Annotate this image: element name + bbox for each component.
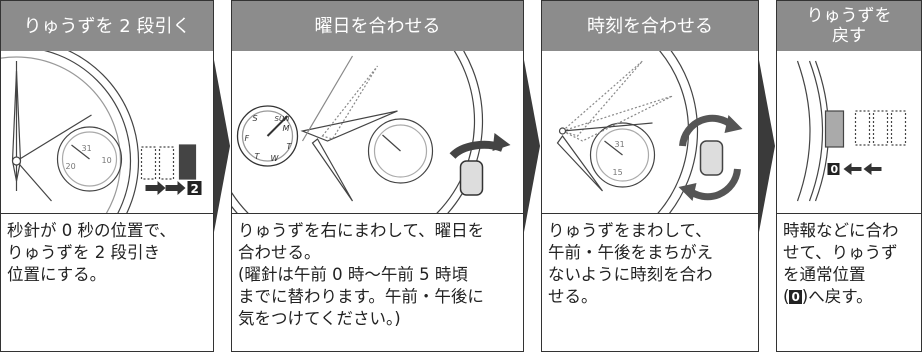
- time-setting-illustration: 31 15: [556, 51, 743, 213]
- step-3-illustration: 31 15: [542, 51, 758, 214]
- watch-crown-pull-illustration: 31 10 20 2: [1, 51, 202, 213]
- subdial-number-15: 15: [613, 168, 623, 177]
- step-1-text: 秒針が 0 秒の位置で、 りゅうずを 2 段引き 位置にする。: [7, 221, 176, 284]
- subdial-number-20: 20: [66, 162, 76, 171]
- left-arrows-icon: [843, 163, 882, 175]
- right-arrows-icon: [145, 181, 186, 195]
- dial-letter-t2: T: [255, 152, 261, 161]
- crown-position-badge-0: 0: [831, 163, 839, 176]
- step-arrow-1: [214, 60, 230, 232]
- watch-crown-push-illustration: 0: [796, 60, 907, 202]
- dial-letter-w: W: [271, 154, 280, 163]
- position-0-badge: 0: [789, 290, 802, 304]
- dial-letter-t1: T: [287, 142, 293, 151]
- step-4-text-after: )へ戻す。: [801, 287, 873, 306]
- dial-letter-m: M: [283, 124, 290, 133]
- step-4-title: りゅうずを 戻す: [777, 1, 921, 51]
- step-3-title: 時刻を合わせる: [542, 1, 758, 51]
- subdial-number-31-b: 31: [615, 140, 625, 149]
- step-4-text: 時報などに合わ せて、りゅうず を通常位置 (0)へ戻す。: [783, 220, 917, 308]
- step-4-title-line1: りゅうずを: [806, 6, 892, 26]
- crown-position-badge-2: 2: [191, 182, 199, 196]
- step-arrow-3: [759, 60, 775, 232]
- step-arrow-2: [524, 60, 540, 232]
- day-setting-illustration: SUN M T W T F S: [232, 51, 511, 213]
- step-4-illustration: 0: [777, 51, 921, 214]
- step-2-illustration: SUN M T W T F S: [232, 51, 523, 214]
- step-4-text-before: 時報などに合わ せて、りゅうず を通常位置 (: [783, 221, 899, 306]
- subdial-number-10: 10: [102, 156, 112, 165]
- step-1-panel: りゅうずを 2 段引く 31 10 20: [0, 0, 214, 352]
- step-3-panel: 時刻を合わせる 31 15: [541, 0, 759, 352]
- step-2-title: 曜日を合わせる: [232, 1, 523, 51]
- day-subdial: [236, 105, 299, 167]
- step-2-text: りゅうずを右にまわして、曜日を 合わせる。 (曜針は午前 0 時〜午前 5 時頃…: [238, 221, 485, 328]
- step-4-title-line2: 戻す: [832, 26, 866, 46]
- step-1-illustration: 31 10 20 2: [1, 51, 213, 214]
- step-1-title: りゅうずを 2 段引く: [1, 1, 213, 51]
- dial-letter-s: S: [253, 114, 258, 123]
- step-2-panel: 曜日を合わせる SUN M T W T: [231, 0, 524, 352]
- crown-rotate-right-icon: [449, 133, 511, 196]
- step-4-panel: りゅうずを 戻す 0 時報などに合わ せて、りゅうず を通常位置 (0)へ戻す。: [776, 0, 922, 352]
- dial-letter-f: F: [245, 134, 250, 143]
- step-3-text: りゅうずをまわして、 午前・午後をまちがえ ないように時刻を合わ せる。: [548, 221, 713, 306]
- dial-letter-sun: SUN: [275, 115, 291, 123]
- subdial-number-31: 31: [82, 144, 92, 153]
- crown-rotate-both-icon: [678, 114, 743, 201]
